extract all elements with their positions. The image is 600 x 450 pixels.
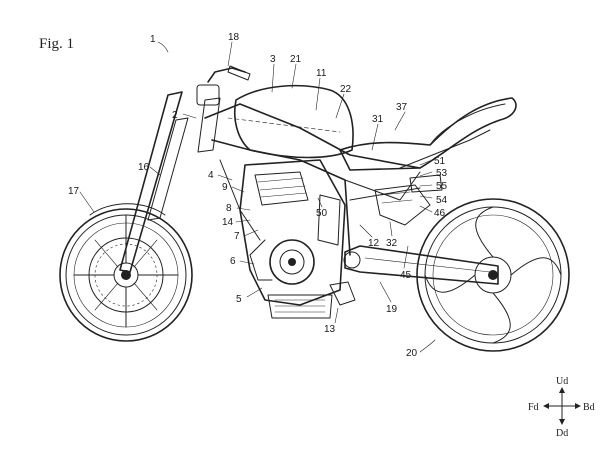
front-fender (89, 203, 166, 216)
ref-19: 19 (386, 304, 398, 315)
swing-arm (343, 245, 499, 285)
ref-45: 45 (400, 270, 412, 281)
ref-5: 5 (236, 294, 242, 305)
ref-22: 22 (340, 84, 352, 95)
direction-back-label: Bd (583, 402, 595, 413)
ref-11: 11 (316, 68, 327, 79)
ref-7: 7 (234, 231, 240, 242)
ref-31: 31 (372, 114, 384, 125)
rear-wheel (416, 198, 570, 352)
ref-20: 20 (406, 348, 418, 359)
rear-components (374, 174, 443, 226)
ref-4: 4 (208, 170, 214, 181)
ref-14: 14 (222, 217, 234, 228)
ref-32: 32 (386, 238, 398, 249)
ref-1: 1 (150, 34, 156, 45)
ref-13: 13 (324, 324, 336, 335)
ref-17: 17 (68, 186, 80, 197)
ref-8: 8 (226, 203, 232, 214)
ref-21: 21 (290, 54, 302, 65)
ref-2: 2 (172, 110, 178, 121)
ref-53: 53 (436, 168, 448, 179)
direction-down-label: Dd (556, 428, 568, 439)
front-fork (119, 65, 251, 273)
direction-up-label: Ud (556, 376, 568, 387)
ref-37: 37 (396, 102, 408, 113)
seat-tail (339, 97, 517, 171)
ref-9: 9 (222, 182, 228, 193)
fuel-tank (227, 84, 354, 159)
ref-16: 16 (138, 162, 150, 173)
ref-54: 54 (436, 195, 448, 206)
ref-3: 3 (270, 54, 276, 65)
ref-6: 6 (230, 256, 236, 267)
reference-numerals: 1 2 3 4 5 6 7 8 9 11 12 13 14 16 17 18 1… (68, 32, 448, 359)
front-wheel (59, 208, 193, 342)
ref-46: 46 (434, 208, 446, 219)
direction-front-label: Fd (528, 402, 539, 413)
ref-18: 18 (228, 32, 240, 43)
ref-50: 50 (316, 208, 328, 219)
ref-51: 51 (434, 156, 446, 167)
engine (239, 159, 356, 319)
leader-lines (79, 41, 436, 353)
ref-12: 12 (368, 238, 380, 249)
ref-55: 55 (436, 181, 448, 192)
figure-title: Fig. 1 (39, 36, 75, 52)
direction-indicator: Ud Dd Fd Bd (528, 376, 595, 439)
